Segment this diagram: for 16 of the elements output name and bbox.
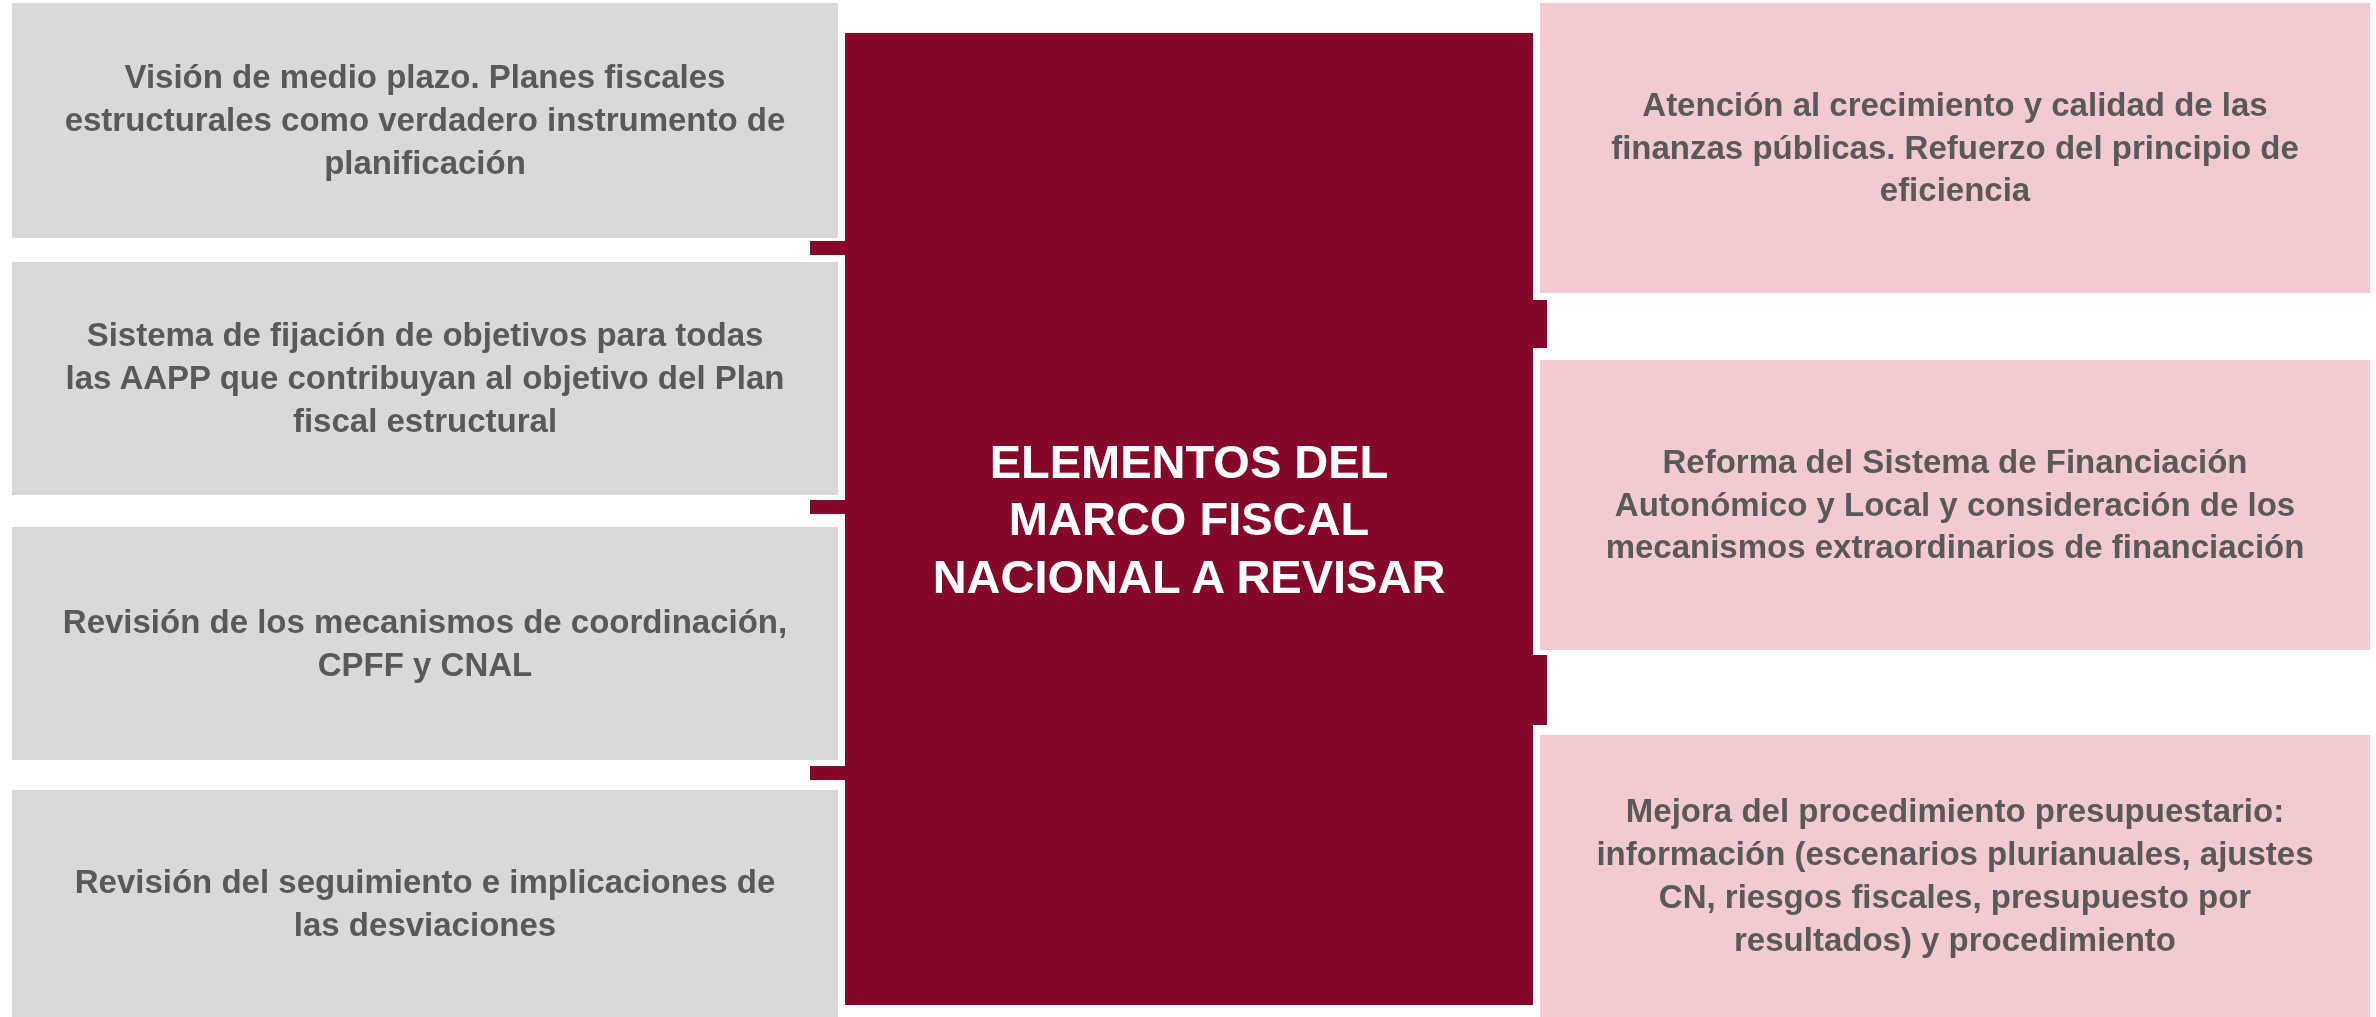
topic-text: Reforma del Sistema de Financiación Autonómico y Local y consideración de los mecanismos extraordinarios de financiación (1604, 441, 2306, 568)
topic-text: Sistema de fijación de objetivos para todas las AAPP que contribuyan al objetivo del Plan fiscal estructural (64, 315, 786, 441)
topic-text: Mejora del procedimiento presupuestario: información (escenarios plurianuales, ajustes CN, riesgos fiscales, presupuesto por resultados) y procedimiento (1595, 791, 2315, 960)
topic-box (12, 3, 838, 238)
topic-box (1540, 360, 2370, 650)
topic-box (12, 262, 838, 495)
topic-box (1540, 735, 2370, 1017)
topic-box (12, 527, 838, 760)
title-box (845, 33, 1533, 1005)
topic-text: Atención al crecimiento y calidad de las finanzas públicas. Refuerzo del principio de eficiencia (1610, 84, 2300, 211)
title-text: ELEMENTOS DEL MARCO FISCAL NACIONAL A REVISAR (931, 434, 1447, 605)
topic-text: Revisión del seguimiento e implicaciones de las desviaciones (73, 861, 777, 945)
topic-box (1540, 3, 2370, 293)
topic-box (12, 790, 838, 1017)
topic-text: Visión de medio plazo. Planes fiscales estructurales como verdadero instrumento de planificación (63, 57, 787, 183)
topic-text: Revisión de los mecanismos de coordinación, CPFF y CNAL (61, 601, 789, 685)
